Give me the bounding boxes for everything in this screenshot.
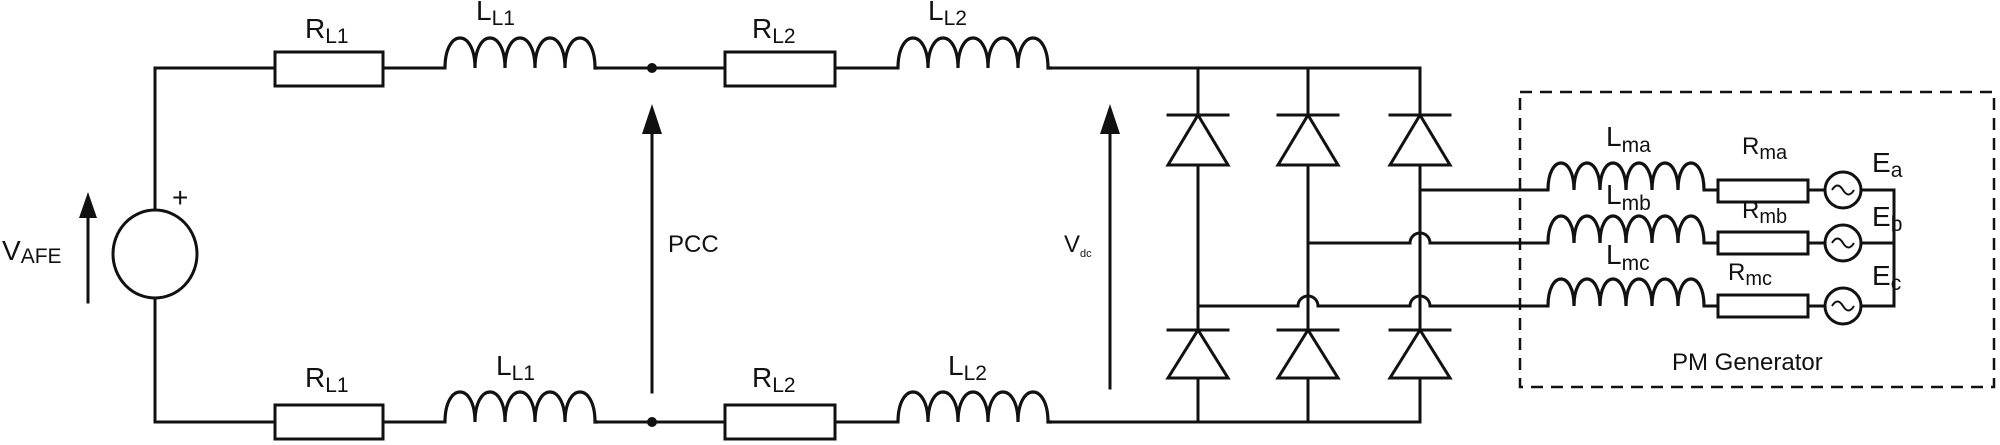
label-rl2-top: RL2 bbox=[752, 13, 796, 48]
resistor-rl2-bottom bbox=[723, 403, 837, 441]
inductor-ll1-bottom bbox=[443, 390, 598, 424]
label-lmc: Lmc bbox=[1606, 239, 1650, 275]
resistor-rl1-top bbox=[273, 50, 385, 88]
label-lma: Lma bbox=[1606, 121, 1651, 157]
vdc-voltage-arrow bbox=[1100, 104, 1120, 390]
label-eb: Eb bbox=[1872, 201, 1902, 236]
diode-upper-b bbox=[1275, 112, 1341, 167]
label-rma: Rma bbox=[1742, 133, 1788, 164]
source-voltage-label: VAFE bbox=[2, 235, 62, 268]
diode-lower-b bbox=[1275, 327, 1341, 380]
pcc-label: PCC bbox=[668, 231, 719, 258]
pm-generator-box bbox=[1518, 90, 1996, 389]
ac-source-vafe bbox=[111, 66, 199, 424]
label-rl1-top: RL1 bbox=[305, 13, 349, 48]
vdc-label: Vdc bbox=[1064, 231, 1092, 260]
diode-upper-a bbox=[1165, 112, 1231, 167]
inductor-ll1-top bbox=[443, 36, 598, 70]
resistor-rl1-bottom bbox=[273, 403, 385, 441]
label-lmb: Lmb bbox=[1606, 179, 1651, 215]
pcc-node-bottom bbox=[647, 417, 657, 427]
label-rl2-bottom: RL2 bbox=[752, 362, 796, 397]
label-rmc: Rmc bbox=[1728, 259, 1772, 290]
resistor-rl2-top bbox=[723, 50, 837, 88]
label-ll2-bottom: LL2 bbox=[948, 350, 987, 385]
generator-phase-c bbox=[1546, 277, 1896, 326]
label-ea: Ea bbox=[1872, 147, 1903, 182]
pm-generator-label: PM Generator bbox=[1672, 349, 1823, 376]
diode-upper-c bbox=[1387, 112, 1453, 167]
pcc-node-top bbox=[647, 63, 657, 73]
label-ec: Ec bbox=[1872, 260, 1901, 295]
label-rmb: Rmb bbox=[1742, 197, 1787, 228]
diode-lower-c bbox=[1387, 327, 1453, 380]
label-rl1-bottom: RL1 bbox=[305, 362, 349, 397]
pcc-voltage-arrow bbox=[642, 104, 662, 394]
generator-phase-a bbox=[1546, 161, 1896, 210]
label-ll2-top: LL2 bbox=[928, 0, 967, 30]
source-polarity-plus: + bbox=[172, 182, 188, 213]
generator-phase-b bbox=[1546, 214, 1896, 263]
inductor-ll2-bottom bbox=[896, 390, 1052, 424]
source-voltage-arrow bbox=[79, 192, 97, 304]
diode-lower-a bbox=[1165, 327, 1231, 380]
inductor-ll2-top bbox=[896, 36, 1052, 70]
label-ll1-bottom: LL1 bbox=[496, 350, 535, 385]
label-ll1-top: LL1 bbox=[476, 0, 515, 30]
rectifier-bridge bbox=[1165, 66, 1550, 424]
